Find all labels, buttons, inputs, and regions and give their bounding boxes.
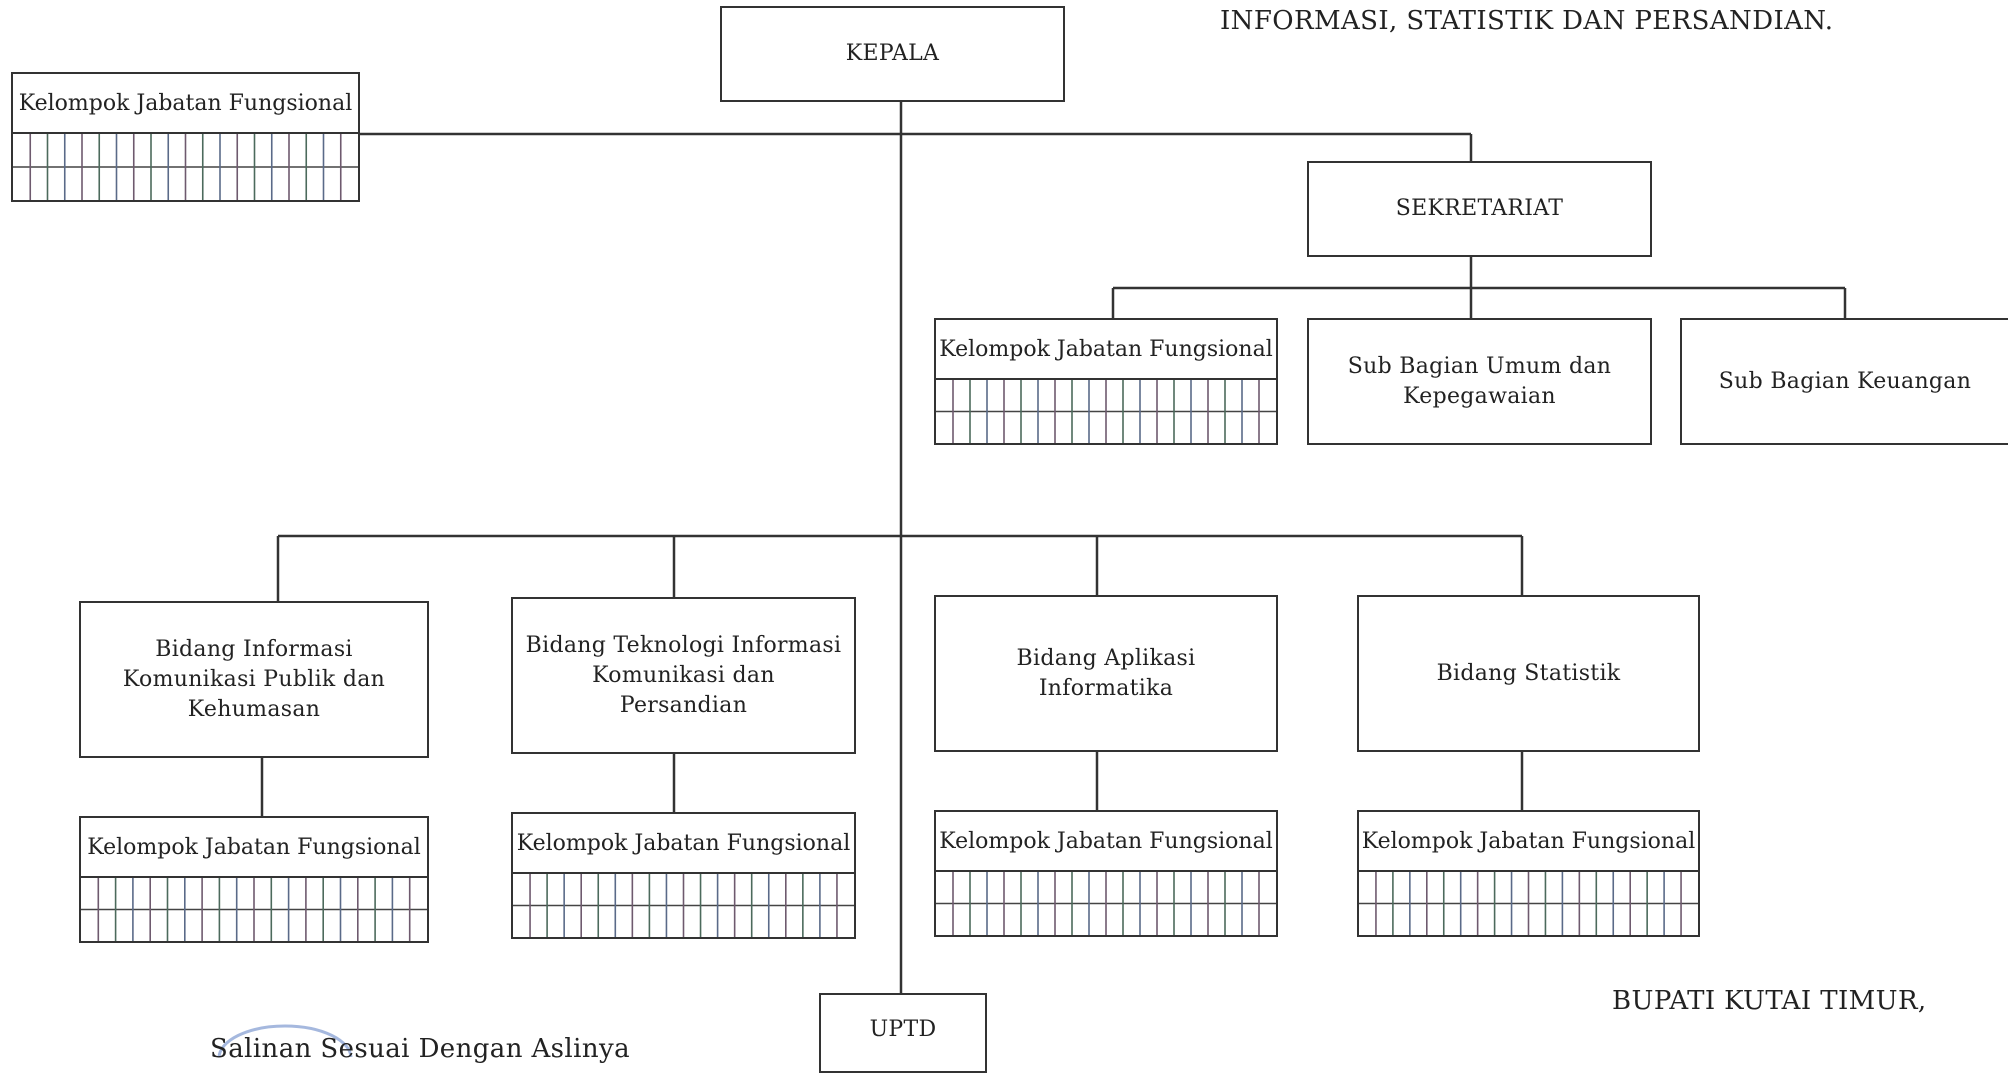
bidang-aplikasi-box: Bidang Aplikasi Informatika (934, 595, 1278, 752)
kjf-grid (936, 380, 1276, 443)
stamp-text: Salinan Sesuai Dengan Aslinya (210, 1034, 630, 1064)
uptd-box: UPTD (819, 993, 987, 1073)
kjf-grid (13, 134, 358, 200)
kjf-box-bidang-4: Kelompok Jabatan Fungsional (1357, 810, 1700, 937)
kjf-box-bidang-3: Kelompok Jabatan Fungsional (934, 810, 1278, 937)
kjf-label: Kelompok Jabatan Fungsional (513, 814, 854, 874)
kjf-label: Kelompok Jabatan Fungsional (936, 812, 1276, 872)
bidang-statistik-box: Bidang Statistik (1357, 595, 1700, 752)
kjf-label: Kelompok Jabatan Fungsional (81, 818, 427, 878)
kjf-label: Kelompok Jabatan Fungsional (13, 74, 358, 134)
kjf-box-bidang-2: Kelompok Jabatan Fungsional (511, 812, 856, 939)
sub-bagian-keuangan-box: Sub Bagian Keuangan (1680, 318, 2008, 445)
sub-bagian-umum-box: Sub Bagian Umum dan Kepegawaian (1307, 318, 1652, 445)
kjf-grid (1359, 872, 1698, 935)
sekretariat-box: SEKRETARIAT (1307, 161, 1652, 257)
kjf-box-sekretariat: Kelompok Jabatan Fungsional (934, 318, 1278, 445)
kjf-label: Kelompok Jabatan Fungsional (936, 320, 1276, 380)
kjf-grid (81, 878, 427, 941)
document-title-fragment: INFORMASI, STATISTIK DAN PERSANDIAN. (1220, 6, 1834, 36)
kepala-box: KEPALA (720, 6, 1065, 102)
kjf-box-bidang-1: Kelompok Jabatan Fungsional (79, 816, 429, 943)
signature-title: BUPATI KUTAI TIMUR, (1612, 986, 1927, 1016)
bidang-informasi-box: Bidang Informasi Komunikasi Publik dan K… (79, 601, 429, 758)
kjf-grid (513, 874, 854, 937)
official-stamp (217, 1024, 353, 1057)
kjf-label: Kelompok Jabatan Fungsional (1359, 812, 1698, 872)
kjf-grid (936, 872, 1276, 935)
kjf-box-kepala: Kelompok Jabatan Fungsional (11, 72, 360, 202)
bidang-teknologi-box: Bidang Teknologi Informasi Komunikasi da… (511, 597, 856, 754)
